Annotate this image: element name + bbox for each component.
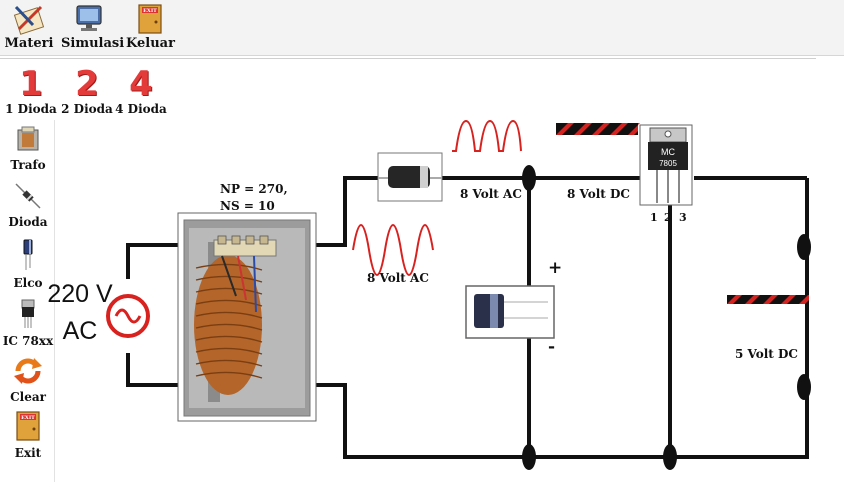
source-voltage-label: 220 V — [47, 280, 113, 308]
trafo-label: Trafo — [10, 158, 46, 172]
voltage-regulator-ic[interactable]: MC 7805 1 2 3 — [639, 124, 693, 224]
mode-2-dioda-button[interactable]: 2 2 Dioda — [60, 66, 114, 116]
diode-icon — [15, 183, 41, 209]
exit-sign-text: EXIT — [21, 415, 35, 421]
mode-2-dioda-label: 2 Dioda — [61, 102, 113, 116]
exit-label: Exit — [14, 446, 42, 460]
number-4-icon: 4 — [129, 64, 153, 104]
exit-button[interactable]: EXIT Exit — [4, 410, 52, 460]
trafo-button[interactable]: Trafo — [4, 124, 52, 172]
capacitor-plus-label: + — [548, 258, 562, 278]
clear-button[interactable]: Clear — [4, 356, 52, 404]
ic-pin-1-label: 1 — [650, 211, 658, 224]
keluar-button[interactable]: EXIT Keluar — [126, 0, 175, 55]
junctions — [522, 165, 811, 470]
output-indicator-bar — [727, 295, 809, 304]
trafo-ns-label: NS = 10 — [220, 199, 275, 213]
junction-node — [663, 444, 677, 470]
diode[interactable] — [377, 152, 443, 202]
dc-voltage-label: 8 Volt DC — [567, 187, 630, 201]
diode-output-label: 8 Volt AC — [460, 187, 522, 201]
ic-78xx-label: IC 78xx — [2, 334, 54, 348]
palette-panel — [4, 120, 55, 482]
ac-source[interactable]: 220 V AC — [47, 280, 150, 345]
simulasi-button[interactable]: Simulasi — [61, 0, 125, 55]
dc-indicator-bar — [556, 123, 640, 135]
keluar-label: Keluar — [126, 36, 175, 51]
capacitor-minus-label: - — [548, 337, 555, 357]
transformer[interactable]: NP = 270, NS = 10 — [177, 182, 317, 422]
capacitor[interactable]: + - — [465, 258, 562, 357]
ac-source-circle — [106, 294, 150, 338]
source-type-label: AC — [63, 317, 98, 345]
elco-button[interactable]: Elco — [4, 238, 52, 290]
mode-1-dioda-button[interactable]: 1 1 Dioda — [4, 66, 58, 116]
junction-node — [522, 165, 536, 191]
materi-label: Materi — [4, 36, 54, 51]
materi-icon — [13, 5, 45, 35]
ic-pin-3-label: 3 — [679, 211, 687, 224]
secondary-ac-waveform — [352, 224, 434, 276]
number-2-icon: 2 — [75, 64, 99, 104]
materi-button[interactable]: Materi — [4, 0, 54, 55]
toolbar-divider — [0, 58, 816, 59]
simulasi-label: Simulasi — [61, 36, 125, 51]
secondary-wire-top — [316, 176, 378, 247]
output-terminal-bottom — [797, 374, 811, 400]
capacitor-icon — [23, 239, 33, 270]
transformer-icon — [17, 126, 39, 151]
ic-text-mc: MC — [661, 147, 675, 157]
clear-label: Clear — [10, 390, 46, 404]
trafo-np-label: NP = 270, — [220, 182, 288, 196]
exit-door-icon: EXIT — [138, 4, 162, 34]
mode-4-dioda-button[interactable]: 4 4 Dioda — [114, 66, 168, 116]
exit-door-icon: EXIT — [16, 411, 40, 441]
junction-node — [522, 444, 536, 470]
rectified-waveform — [452, 119, 522, 152]
refresh-icon — [14, 358, 42, 384]
mode-4-dioda-label: 4 Dioda — [115, 102, 167, 116]
ic-regulator-icon — [21, 299, 35, 328]
exit-sign-text: EXIT — [143, 8, 157, 14]
output-voltage-label: 5 Volt DC — [735, 347, 798, 361]
monitor-icon — [76, 5, 102, 31]
number-1-icon: 1 — [19, 64, 43, 104]
ic-78xx-button[interactable]: IC 78xx — [2, 298, 54, 348]
source-wire-bottom — [126, 353, 178, 387]
secondary-voltage-label: 8 Volt AC — [367, 271, 429, 285]
toolbar: Materi Simulasi EXIT Keluar — [0, 0, 844, 56]
dioda-label: Dioda — [8, 215, 48, 229]
mode-1-dioda-label: 1 Dioda — [5, 102, 57, 116]
source-wire-top — [126, 243, 178, 279]
dioda-button[interactable]: Dioda — [4, 181, 52, 229]
ic-text-7805: 7805 — [659, 159, 677, 168]
ac-source-wave-icon — [114, 308, 142, 324]
output-terminal-top — [797, 234, 811, 260]
elco-label: Elco — [13, 276, 43, 290]
ic-pin-2-label: 2 — [664, 211, 672, 224]
